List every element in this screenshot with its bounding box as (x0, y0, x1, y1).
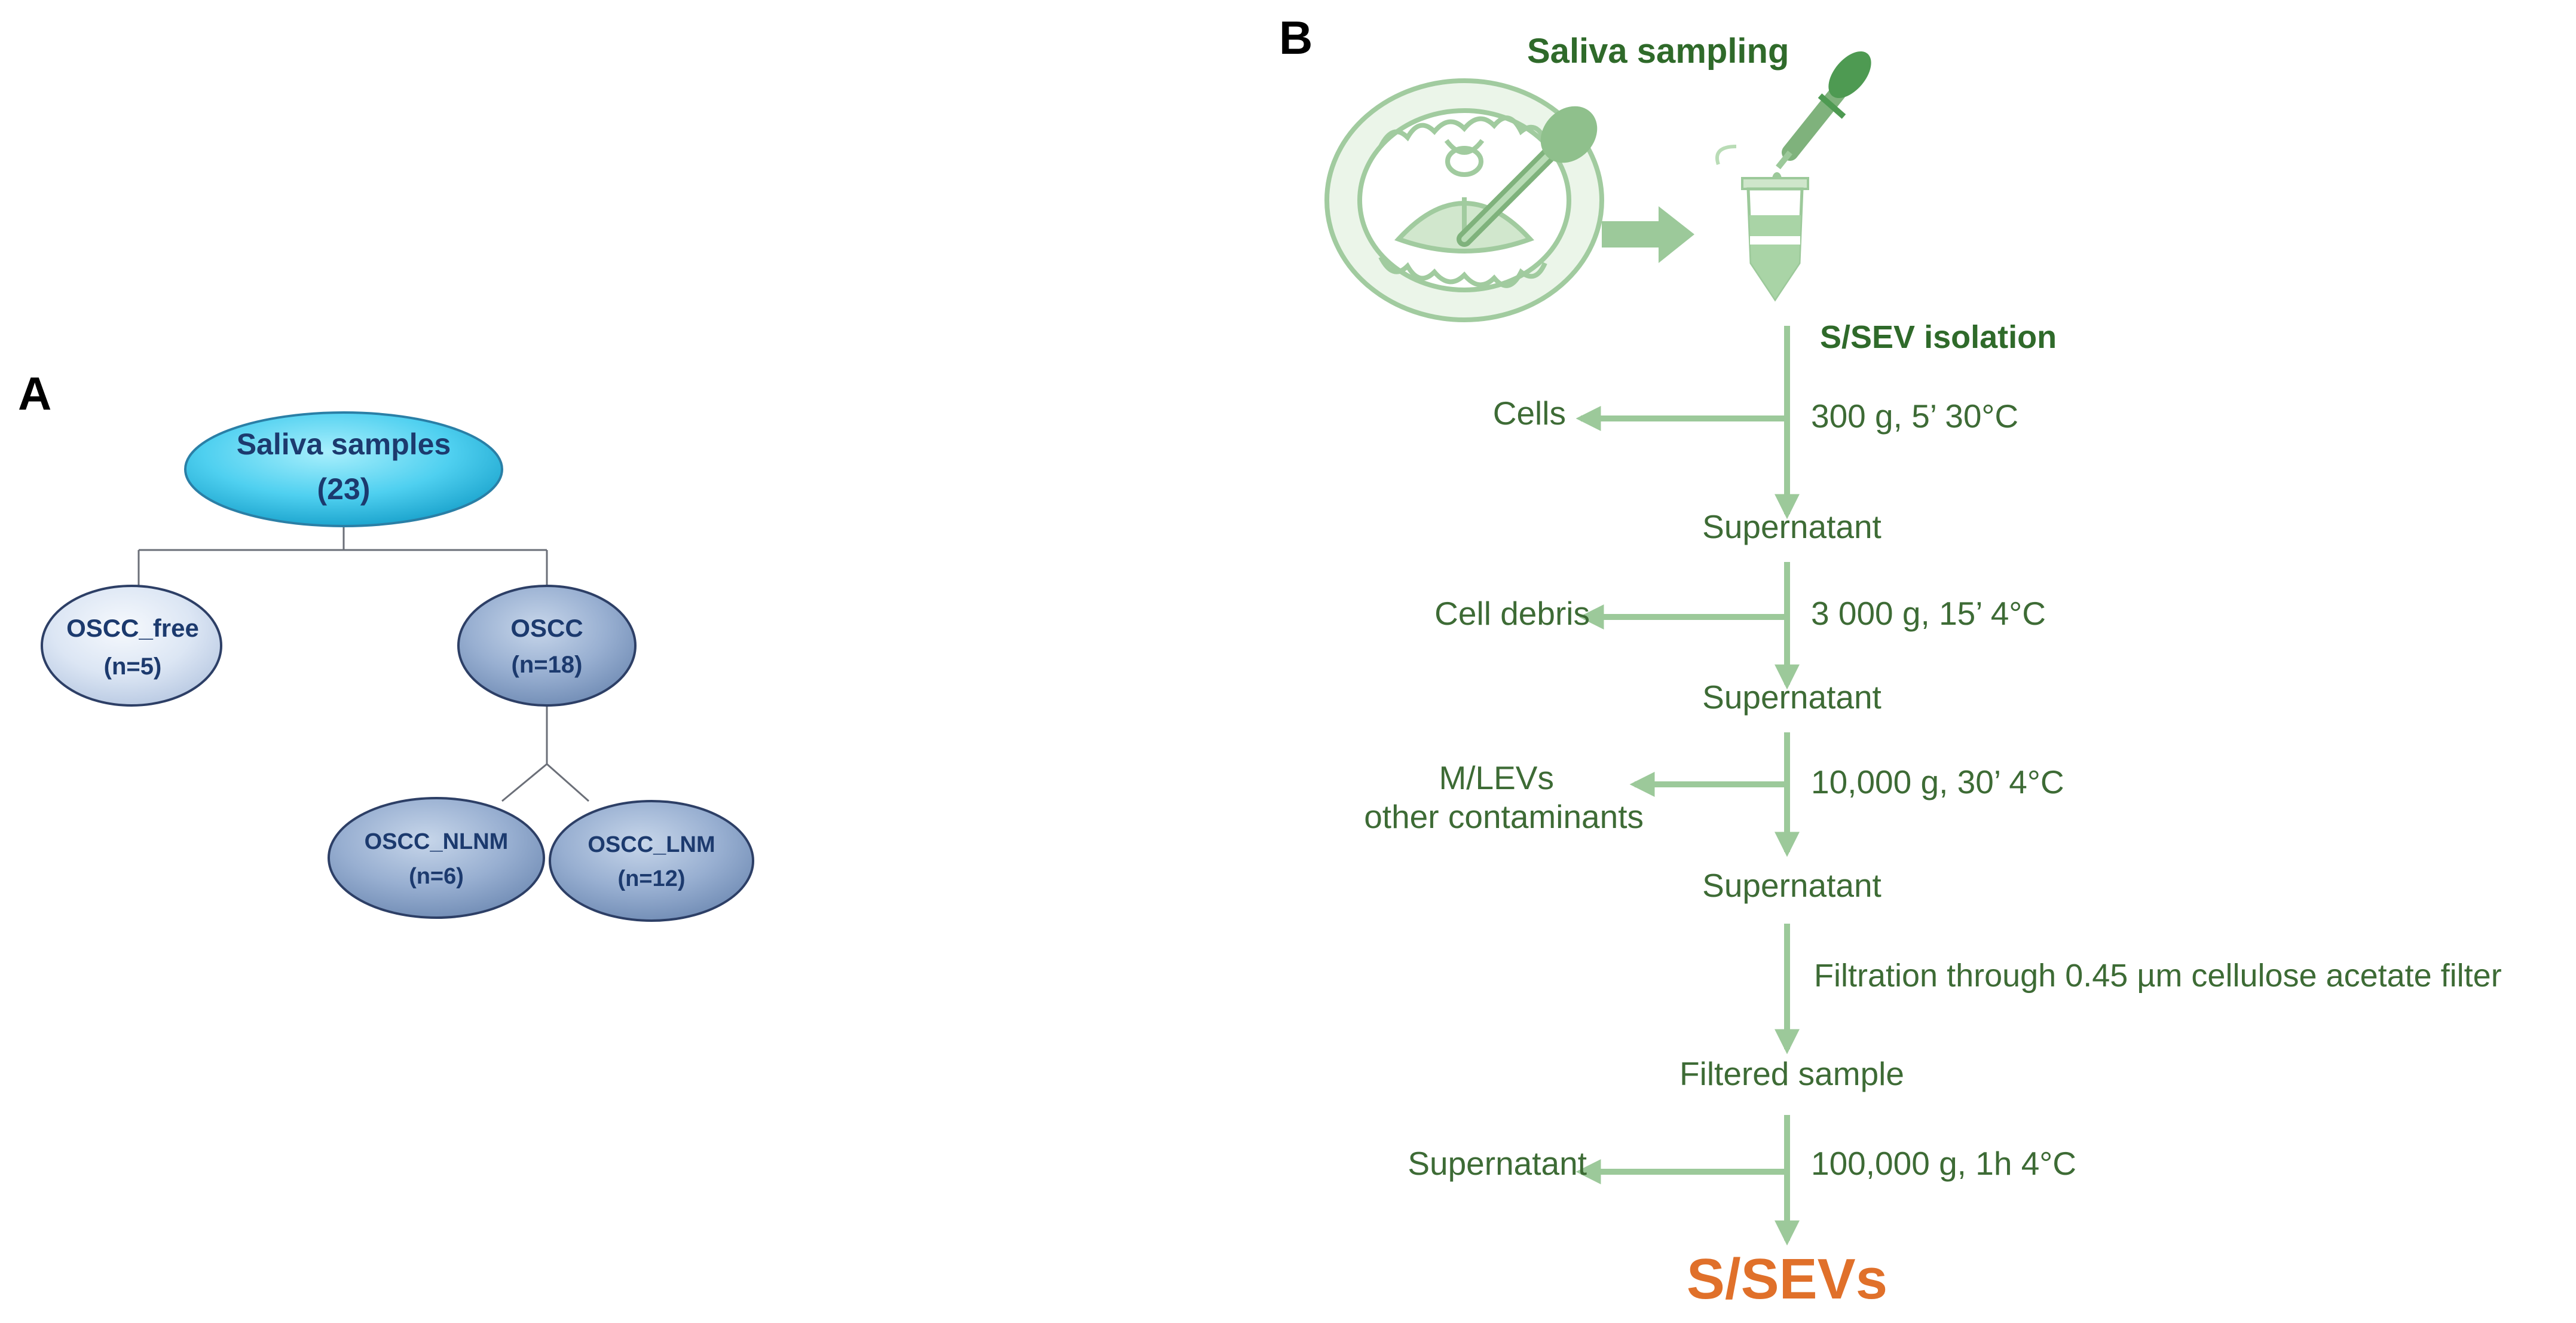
result-step-4: Filtered sample (1679, 1055, 1904, 1092)
tree-connectors (137, 520, 589, 802)
node-saliva-samples-title: Saliva samples (237, 427, 451, 461)
node-oscc-free: OSCC_free (n=5) (41, 585, 222, 707)
node-oscc-lnm: OSCC_LNM (n=12) (549, 800, 754, 922)
open-mouth-icon (1324, 78, 1604, 322)
node-saliva-samples-count: (23) (317, 472, 371, 506)
swab-icon (1457, 106, 1598, 247)
condition-step-2: 3 000 g, 15’ 4°C (1811, 595, 2046, 632)
node-oscc-lnm-count: (n=12) (618, 866, 686, 891)
flow-removed: Cells Cell debris M/LEVs other contamina… (1364, 395, 1644, 1182)
node-oscc-free-count: (n=5) (104, 653, 162, 680)
removed-mlevs: M/LEVs (1439, 759, 1554, 796)
node-oscc-nlnm: OSCC_NLNM (n=6) (328, 797, 545, 919)
node-oscc-lnm-title: OSCC_LNM (588, 832, 715, 857)
node-oscc: OSCC (n=18) (457, 585, 637, 707)
node-oscc-nlnm-title: OSCC_NLNM (365, 829, 509, 854)
panel-a: A Saliva samples (23) OSCC_free (n=5) OS… (18, 367, 754, 922)
result-step-2: Supernatant (1702, 679, 1881, 716)
node-oscc-count: (n=18) (512, 652, 583, 678)
pipette-icon (1772, 51, 1871, 187)
node-oscc-nlnm-count: (n=6) (409, 864, 464, 889)
removed-cell-debris: Cell debris (1434, 595, 1590, 632)
condition-step-5: 100,000 g, 1h 4°C (1811, 1145, 2076, 1182)
condition-step-1: 300 g, 5’ 30°C (1811, 398, 2018, 435)
tube-icon (1715, 145, 1809, 302)
removed-other-contaminants: other contaminants (1364, 798, 1644, 835)
node-oscc-title: OSCC (510, 614, 583, 642)
panel-b: B Saliva sampling (1279, 11, 2502, 1311)
panel-b-label: B (1279, 11, 1313, 64)
removed-cells: Cells (1493, 395, 1566, 432)
condition-step-3: 10,000 g, 30’ 4°C (1811, 763, 2064, 800)
removed-supernatant: Supernatant (1408, 1145, 1587, 1182)
transfer-arrow-icon (1602, 206, 1694, 263)
node-saliva-samples: Saliva samples (23) (184, 411, 503, 527)
flow-conditions: 300 g, 5’ 30°C 3 000 g, 15’ 4°C 10,000 g… (1811, 398, 2502, 1182)
result-step-3: Supernatant (1702, 867, 1881, 904)
result-final-ssevs: S/SEVs (1687, 1247, 1887, 1311)
result-step-1: Supernatant (1702, 508, 1881, 545)
panel-a-label: A (18, 367, 51, 420)
condition-step-4: Filtration through 0.45 µm cellulose ace… (1814, 958, 2502, 994)
node-oscc-free-title: OSCC_free (66, 614, 199, 642)
flow-removal-arrows (1575, 406, 1787, 1184)
flow-results: Supernatant Supernatant Supernatant Filt… (1679, 508, 1904, 1311)
saliva-sampling-title: Saliva sampling (1527, 32, 1789, 71)
isolation-title: S/SEV isolation (1820, 319, 2057, 355)
